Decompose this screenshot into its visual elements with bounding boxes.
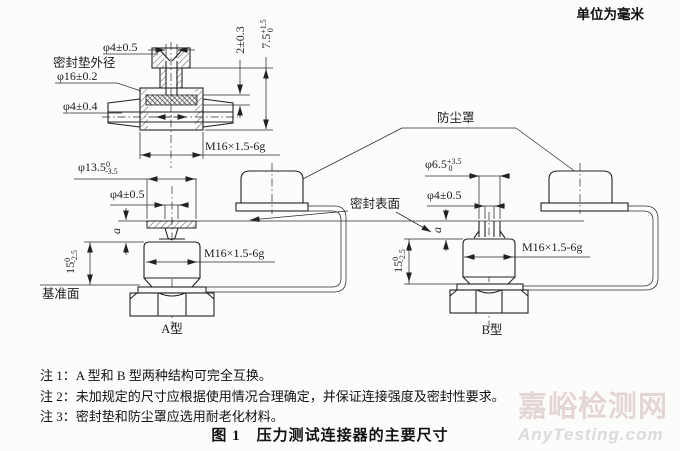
notes-block: 注 1：A 型和 B 型两种结构可完全互换。 注 2：未加规定的尺寸应根据使用情… [40, 366, 505, 428]
type-a-dim-height: 150-2.5 [63, 250, 79, 274]
section-view: φ4±0.5 密封垫外径 φ16±0.2 φ4±0.4 2±0.3 7.5+1.… [53, 19, 280, 168]
type-a-datum-washer [137, 286, 207, 294]
type-b-nut [449, 289, 529, 314]
type-a-drawing: φ13.50-3.5 φ4±0.5 a M16×1.5-6g 150-2.5 基… [40, 160, 347, 336]
type-a-gasket [146, 220, 197, 229]
type-b-dim-a: a [430, 227, 444, 233]
type-a-strap [205, 205, 347, 293]
gasket-od-title: 密封垫外径 [53, 55, 116, 70]
type-b-strap [522, 205, 659, 291]
gasket-od-value: φ16±0.2 [57, 69, 98, 83]
note-1: 注 1：A 型和 B 型两种结构可完全互换。 [40, 368, 272, 383]
figure-caption: 图 1 压力测试连接器的主要尺寸 [211, 428, 449, 444]
type-a-label: A型 [161, 322, 183, 336]
dim-hole-side: φ4±0.4 [63, 99, 98, 113]
seal-surface-label: 密封表面 [350, 196, 400, 211]
type-a-dim-hole: φ4±0.5 [110, 187, 145, 201]
type-a-nut [129, 292, 215, 317]
type-b-dim-height: 150-2.5 [391, 249, 407, 273]
type-b-body [462, 238, 516, 278]
type-a-dim-thread: M16×1.5-6g [204, 246, 264, 260]
type-b-label: B型 [482, 323, 503, 337]
type-b-dust-cover [540, 163, 629, 214]
dim-step: 2±0.3 [233, 26, 247, 54]
gasket-section [145, 94, 198, 106]
units-note: 单位为毫米 [576, 7, 645, 22]
type-a-dim-a: a [109, 228, 123, 234]
left-barb [107, 98, 141, 128]
dust-cover-label: 防尘罩 [437, 110, 475, 125]
type-a-dim-od: φ13.50-3.5 [78, 160, 118, 176]
dim-depth: 7.5+1.50 [259, 19, 275, 49]
right-barb [202, 98, 234, 128]
type-b-dim-hole: φ4±0.5 [427, 188, 462, 202]
type-b-datum-washer [456, 283, 524, 291]
type-b-stem [473, 221, 506, 239]
dust-cover-callout: 防尘罩 [292, 110, 585, 185]
type-b-dim-thread: M16×1.5-6g [522, 240, 582, 254]
type-a-body [143, 241, 201, 279]
datum-label: 基准面 [42, 287, 80, 301]
note-3: 注 3：密封垫和防尘罩应选用耐老化材料。 [40, 409, 284, 424]
note-2: 注 2：未加规定的尺寸应根据使用情况合理确定，并保证连接强度及密封性要求。 [40, 388, 505, 404]
seal-surface-callout: 密封表面 [249, 196, 432, 233]
cap-hatch [153, 49, 164, 67]
dim-thread-section: M16×1.5-6g [205, 139, 265, 153]
dim-hole-top: φ4±0.5 [103, 40, 138, 54]
type-a-dust-cover [235, 163, 309, 214]
